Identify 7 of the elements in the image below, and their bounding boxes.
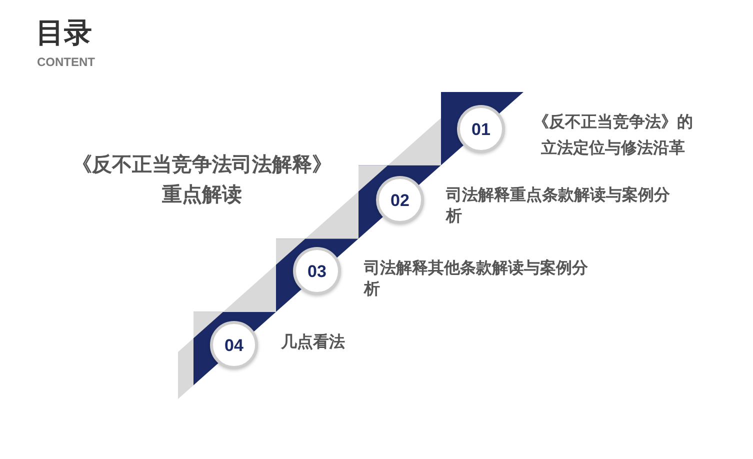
item-text: 司法解释重点条款解读与案例分析: [446, 185, 671, 226]
item-text: 《反不正当竞争法》的立法定位与修法沿革: [532, 112, 694, 159]
subheading: CONTENT: [37, 55, 95, 69]
item-text: 司法解释其他条款解读与案例分析: [364, 258, 589, 300]
item-text: 几点看法: [281, 332, 346, 352]
topic-title: 《反不正当竞争法司法解释》重点解读: [71, 152, 333, 208]
heading: 目录: [36, 19, 92, 47]
